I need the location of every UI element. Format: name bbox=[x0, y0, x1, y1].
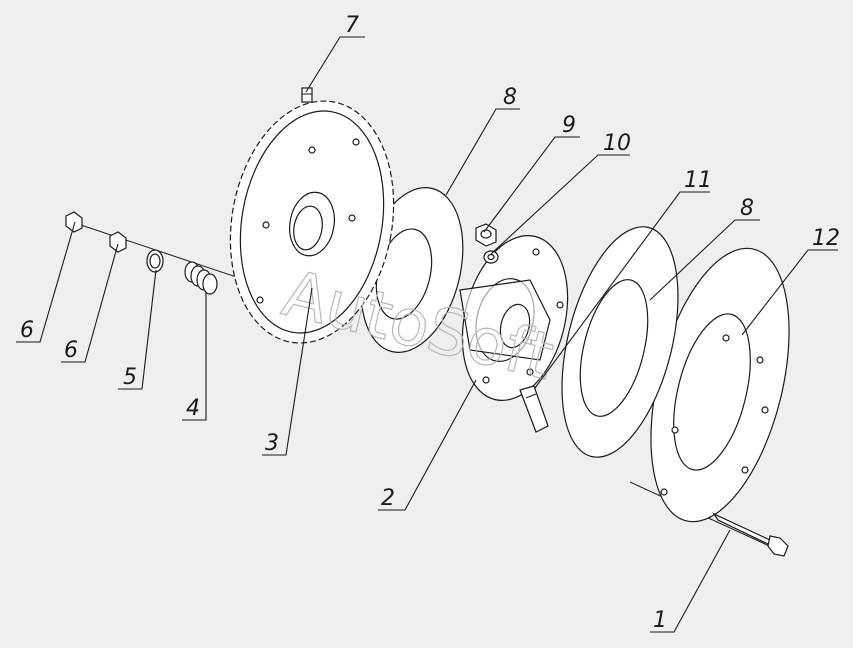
part-9-nut bbox=[475, 223, 497, 247]
callout-6-inner: 6 bbox=[64, 338, 78, 363]
callout-8-right: 8 bbox=[740, 196, 754, 221]
callout-10: 10 bbox=[603, 131, 631, 156]
part-11-bolt bbox=[519, 385, 549, 433]
callout-1: 1 bbox=[653, 608, 667, 633]
callout-4: 4 bbox=[186, 396, 200, 421]
callout-9: 9 bbox=[562, 113, 576, 138]
part-1-long-bolt bbox=[712, 512, 789, 557]
part-3-sprocket bbox=[229, 100, 395, 344]
callout-6-outer: 6 bbox=[20, 318, 34, 343]
callout-2: 2 bbox=[381, 486, 395, 511]
part-10-washer bbox=[483, 250, 499, 264]
callout-11: 11 bbox=[684, 168, 712, 193]
callout-7: 7 bbox=[345, 13, 359, 38]
part-2-hub-flange bbox=[459, 235, 569, 401]
part-6-nut-inner bbox=[109, 231, 127, 253]
part-5-bushing bbox=[146, 249, 164, 273]
part-4-spring bbox=[184, 261, 218, 295]
callout-5: 5 bbox=[123, 365, 137, 390]
callout-8-top: 8 bbox=[503, 85, 517, 110]
callout-3: 3 bbox=[265, 431, 279, 456]
part-12-back-plate bbox=[650, 247, 790, 523]
part-8-friction-ring-right bbox=[561, 226, 679, 458]
part-6-nut-outer bbox=[65, 211, 83, 233]
part-7-grease-fitting bbox=[301, 87, 313, 103]
leaders bbox=[16, 36, 838, 633]
callout-12: 12 bbox=[812, 226, 840, 251]
